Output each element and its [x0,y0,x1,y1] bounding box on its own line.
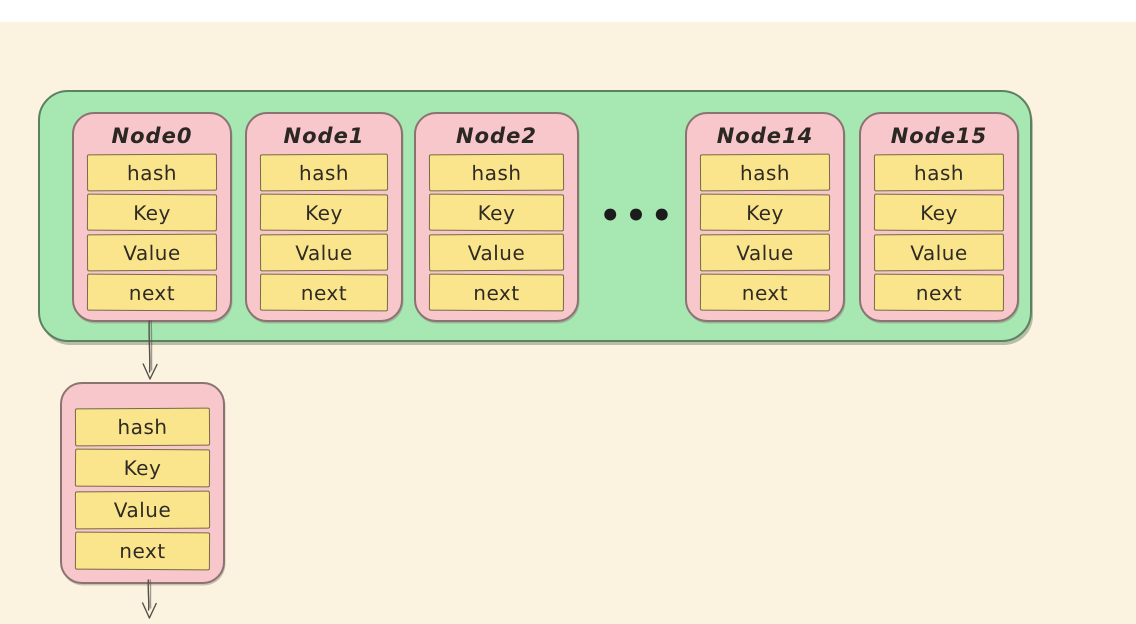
node-card-node1: Node1 hash Key Value next [245,112,403,322]
node-card-node15: Node15 hash Key Value next [859,112,1019,322]
field-next: next [259,273,389,312]
omitted-nodes-ellipsis: ••• [599,196,677,236]
node-title: Node14 [716,124,814,148]
node-card-node2: Node2 hash Key Value next [414,112,579,322]
node-fields: hash Key Value next [259,153,389,312]
node-title: Node2 [456,124,537,148]
field-next: next [873,273,1005,312]
field-next: next [428,273,565,312]
field-key: Key [86,193,218,232]
node-fields: hash Key Value next [428,153,565,312]
field-value: Value [74,490,211,530]
node-fields: hash Key Value next [86,153,218,312]
field-hash: hash [86,153,218,192]
field-key: Key [428,193,565,232]
node-card-node14: Node14 hash Key Value next [685,112,845,322]
bucket-array-container: Node0 hash Key Value next Node1 hash Key… [38,90,1032,342]
field-key: Key [699,193,831,232]
field-value: Value [86,233,218,272]
node-card-node0: Node0 hash Key Value next [72,112,232,322]
node-fields: hash Key Value next [873,153,1005,312]
node-fields: hash Key Value next [74,407,211,571]
node-title: Node1 [283,124,365,148]
arrow-chain-to-next-icon [141,579,157,619]
field-value: Value [259,233,389,272]
field-hash: hash [259,153,389,192]
field-key: Key [259,193,389,232]
field-next: next [86,273,218,312]
node-title: Node0 [111,124,193,148]
field-value: Value [699,233,831,272]
node-fields: hash Key Value next [699,153,831,312]
field-hash: hash [699,153,831,192]
top-white-strip [0,0,1136,22]
field-value: Value [873,233,1005,272]
field-hash: hash [74,407,211,447]
chain-node-card: hash Key Value next [60,382,225,584]
field-key: Key [873,193,1005,232]
field-key: Key [74,448,211,488]
field-hash: hash [428,153,565,192]
node-title: Node15 [890,124,988,148]
field-next: next [699,273,831,312]
field-next: next [74,531,211,571]
field-hash: hash [873,153,1005,192]
field-value: Value [428,233,565,272]
